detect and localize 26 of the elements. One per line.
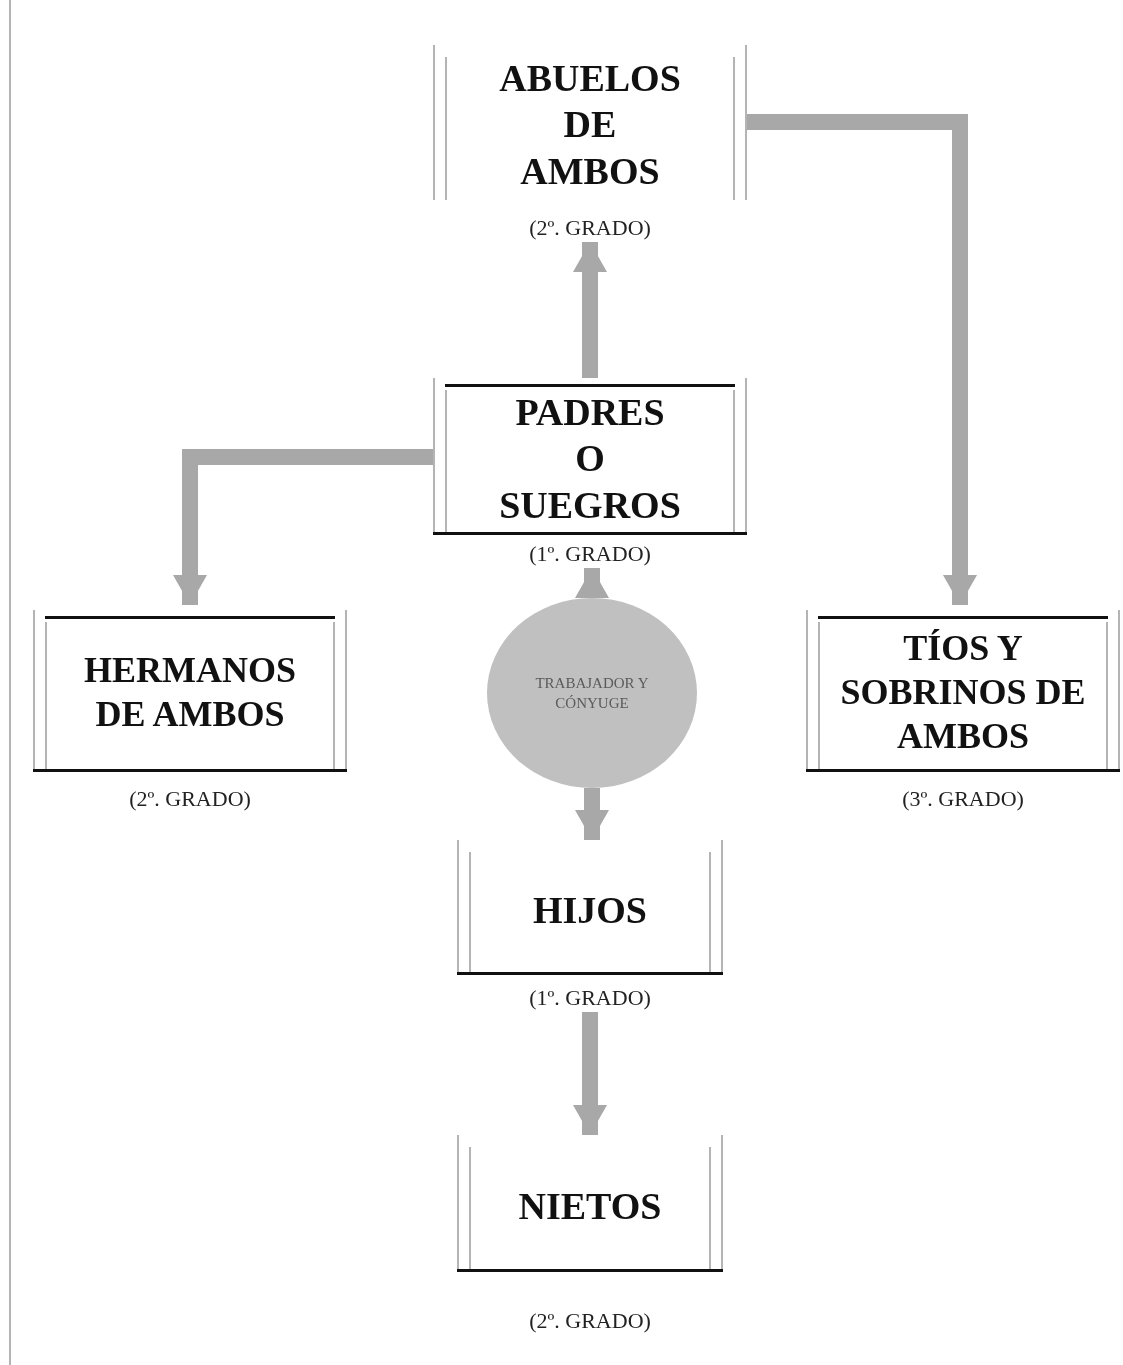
relative-box	[457, 840, 723, 1012]
box-title: TÍOS Y SOBRINOS DE AMBOS	[839, 627, 1087, 758]
degree-label: (2º. GRADO)	[528, 1307, 652, 1335]
box-title: HERMANOS DE AMBOS	[84, 649, 296, 736]
box-title: HIJOS	[531, 887, 648, 933]
arrow	[575, 568, 609, 598]
relative-box	[33, 610, 347, 813]
box-title: NIETOS	[517, 1183, 663, 1229]
person-circle	[487, 598, 697, 788]
arrow	[575, 788, 609, 840]
relative-box	[806, 610, 1120, 813]
degree-label: (1º. GRADO)	[528, 984, 652, 1012]
relative-box	[433, 45, 747, 242]
degree-label: (2º. GRADO)	[128, 785, 252, 813]
arrow	[173, 449, 433, 605]
box-title: PADRES O SUEGROS	[499, 390, 681, 528]
box-title: ABUELOS DE AMBOS	[499, 56, 681, 194]
arrow	[573, 1012, 607, 1135]
relative-box	[457, 1135, 723, 1335]
degree-label: (1º. GRADO)	[528, 540, 652, 568]
arrow	[573, 242, 607, 378]
degree-label: (2º. GRADO)	[528, 214, 652, 242]
arrow	[747, 114, 977, 605]
relative-box	[433, 378, 747, 568]
degree-label: (3º. GRADO)	[901, 785, 1025, 813]
circle-label: TRABAJADOR Y CÓNYUGE	[534, 673, 650, 712]
